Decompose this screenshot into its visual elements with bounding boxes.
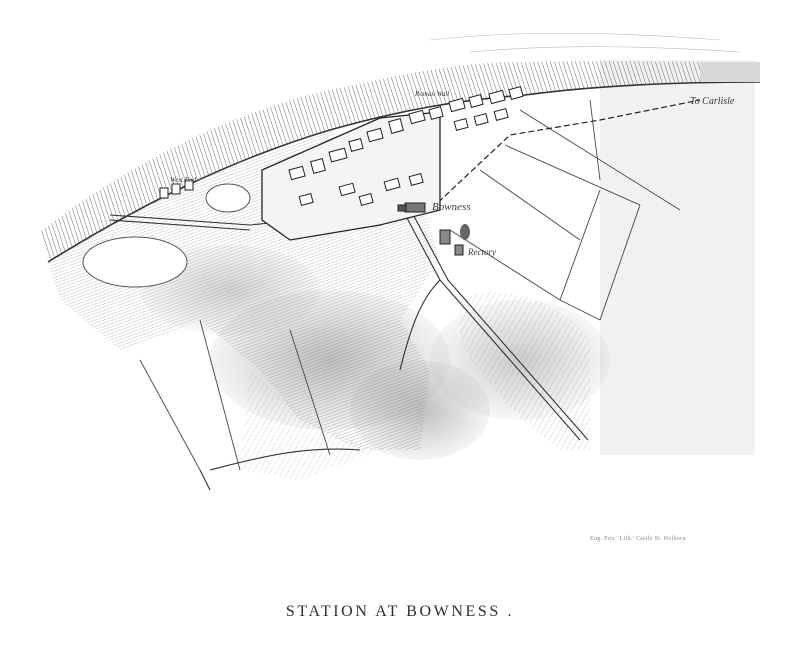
label-west-end: West End <box>170 176 196 184</box>
label-to-carlisle: To Carlisle <box>690 96 735 107</box>
hill-hatch-south <box>240 370 380 480</box>
town-enclosure <box>261 111 441 241</box>
field-boundaries <box>139 99 681 471</box>
church <box>397 202 426 213</box>
headland <box>700 62 760 82</box>
pond-large <box>82 236 188 288</box>
town-buildings <box>159 86 524 256</box>
pond-small <box>205 183 251 213</box>
label-town: Bowness <box>432 201 471 213</box>
map-caption: STATION AT BOWNESS . <box>285 603 515 620</box>
engraver-credit: Eng. Pris.' Lith.' Castle St. Holborn <box>590 536 686 542</box>
roads <box>109 204 589 491</box>
label-rectory: Rectory <box>467 247 496 257</box>
rectory-tree <box>460 224 470 240</box>
label-roman-wall: Roman Wall <box>414 90 449 98</box>
water-lines <box>429 32 741 53</box>
plate-wash <box>600 60 755 455</box>
shore-band <box>40 61 760 262</box>
